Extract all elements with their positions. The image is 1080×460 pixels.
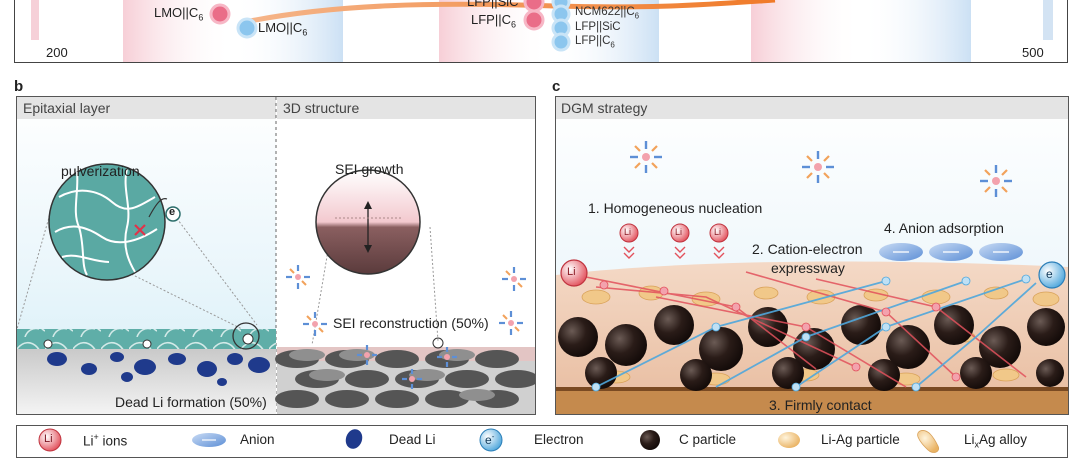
panel-c: DGM strategy 1. Homogeneous nucleation 2… [555, 96, 1069, 415]
step4-label: 4. Anion adsorption [884, 220, 1004, 236]
lmo-label-b: LMO||C6 [258, 20, 308, 38]
dgm-strategy-title: DGM strategy [561, 100, 648, 116]
nucleation-li-3: Li [714, 227, 722, 237]
li-ion-marker [560, 259, 588, 287]
legend-c-particle: C particle [679, 432, 737, 447]
top-panel: LMO||C6 LMO||C6 LFP||SiC LFP||C6 NCM622|… [14, 0, 1068, 63]
dead-li-group [47, 352, 270, 386]
3d-structure-title: 3D structure [283, 100, 360, 116]
axis-bar [31, 0, 39, 40]
top-panel-art [31, 0, 1053, 62]
axis-min-label: 200 [46, 45, 68, 60]
step2-label-line1: 2. Cation-electron [752, 241, 863, 257]
legend-li-ag-particle: Li-Ag particle [821, 432, 900, 447]
legend-lixag-alloy: LixAg alloy [964, 432, 1028, 450]
floating-anions [630, 141, 1012, 197]
lfp-c6-marker-blue [551, 32, 571, 52]
pink-band [751, 0, 861, 62]
right-title-bar [277, 97, 535, 119]
carbon-particles [558, 305, 1065, 391]
li-marker-label: Li [567, 266, 576, 278]
lfp-sic-label: LFP||SiC [575, 21, 621, 33]
epitaxial-layer-title: Epitaxial layer [23, 100, 111, 116]
electron-nodes [591, 274, 1031, 392]
panel-b-art [17, 97, 535, 414]
legend-dead-li: Dead Li [389, 432, 436, 447]
step1-label: 1. Homogeneous nucleation [588, 200, 763, 216]
step2-label-line2: expressway [771, 260, 845, 276]
panel-b-letter: b [14, 78, 24, 95]
panel-c-letter: c [552, 78, 561, 95]
electron-symbol: e [169, 206, 176, 218]
lfp-marker-pink [523, 0, 545, 13]
lfp-marker-pink [523, 9, 545, 31]
legend-e-icon-text: e- [485, 432, 495, 447]
legend-box [16, 425, 1068, 458]
electron-marker [1038, 261, 1066, 289]
e-marker-label: e [1046, 267, 1053, 281]
lmo-label-a: LMO||C6 [154, 5, 204, 23]
trend-curve [244, 0, 776, 25]
dead-li-formation-label: Dead Li formation (50%) [115, 394, 267, 410]
axis-bar [1043, 0, 1053, 40]
lfp-sic-label-top: LFP||SiC [467, 0, 519, 9]
legend-electron: Electron [534, 432, 584, 447]
axis-max-label: 500 [1022, 45, 1044, 60]
cation-nodes [599, 280, 961, 382]
nucleation-li-1: Li [624, 227, 632, 237]
pulverization-sphere [48, 163, 166, 281]
current-collector [556, 390, 1068, 414]
anion-cluster-icons [286, 265, 526, 389]
sei-growth-label: SEI growth [335, 161, 404, 177]
sei-reconstruction-label: SEI reconstruction (50%) [333, 315, 489, 331]
electron-icon [165, 206, 181, 222]
legend-li-icon-text: Li [44, 433, 53, 445]
stacked-layers [275, 347, 535, 414]
ncm622-label: NCM622||C6 [575, 6, 640, 21]
pulverization-label: pulverization [61, 163, 140, 179]
c-title-bar [556, 97, 1068, 119]
legend-li-ions: Li+ ions [83, 432, 128, 449]
panel-b: Epitaxial layer 3D structure pulverizati… [16, 96, 536, 415]
step3-label: 3. Firmly contact [769, 397, 872, 413]
zoom-circle [232, 322, 260, 350]
lfp-c6-label: LFP||C6 [575, 35, 615, 50]
left-title-bar [17, 97, 276, 119]
blue-band [861, 0, 971, 62]
legend-anion: Anion [240, 432, 275, 447]
lfp-c6-label-top: LFP||C6 [471, 12, 516, 30]
panel-c-art [556, 97, 1068, 414]
anion-adsorption-pills [879, 243, 1023, 261]
lmo-marker-blue [236, 17, 258, 39]
lmo-marker-pink [209, 3, 231, 25]
nucleation-markers [619, 223, 729, 259]
nucleation-li-2: Li [675, 227, 683, 237]
